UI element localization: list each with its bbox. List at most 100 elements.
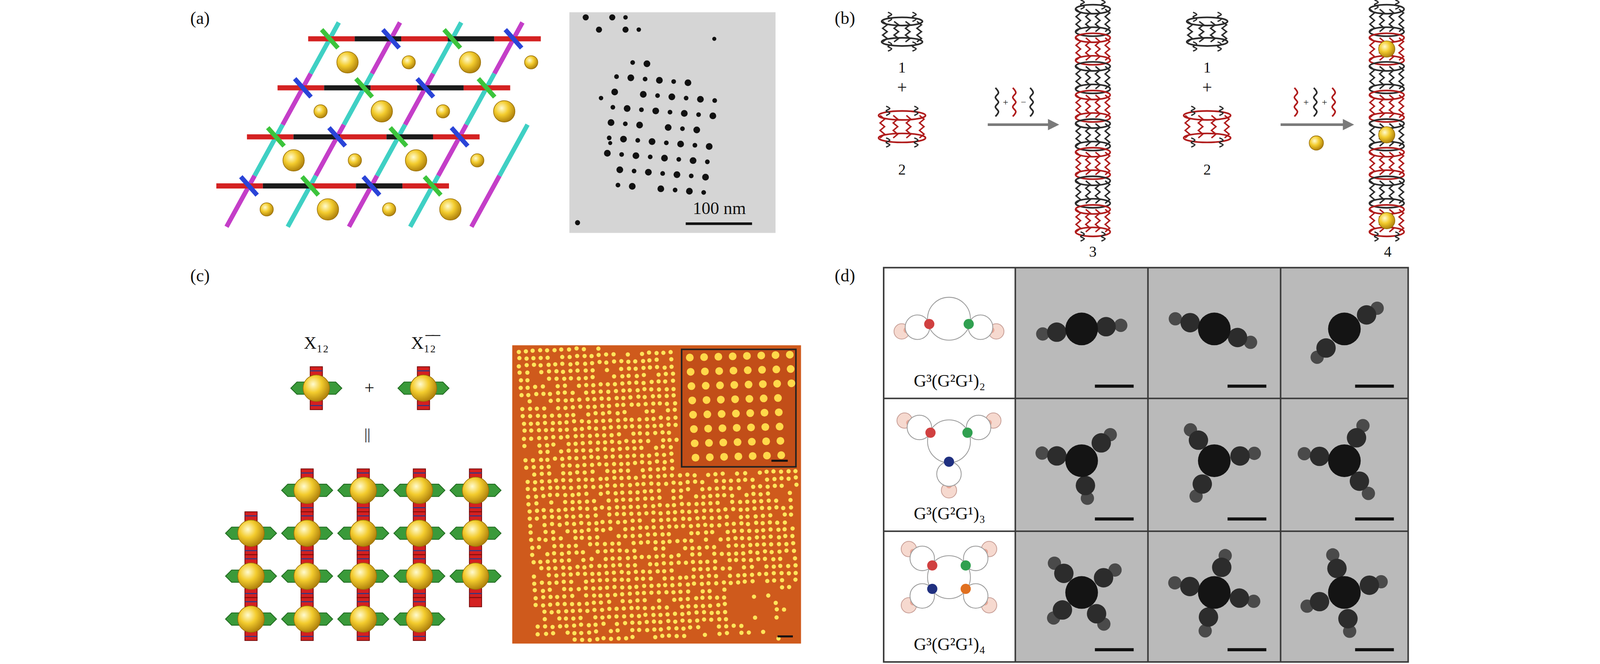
afm-particle [669, 356, 674, 362]
afm-particle [609, 548, 615, 553]
afm-particle [594, 520, 599, 526]
afm-particle [598, 389, 603, 394]
tem-particle [696, 112, 702, 118]
scale-bar [1227, 517, 1267, 521]
tem-particle [677, 140, 685, 148]
tem-cell [1147, 267, 1281, 399]
afm-particle [616, 424, 622, 430]
afm-particle [528, 523, 533, 528]
afm-particle [577, 397, 582, 402]
afm-particle [612, 475, 617, 481]
tem-particle [652, 107, 659, 115]
diagonal-bar [343, 73, 372, 125]
red-linker [413, 631, 426, 641]
afm-particle [540, 384, 546, 389]
afm-particle [558, 435, 564, 440]
afm-particle [619, 490, 625, 495]
afm-particle [660, 633, 665, 638]
afm-particle [745, 521, 751, 526]
afm-particle [764, 477, 770, 482]
afm-particle [566, 550, 572, 555]
tem-particle [656, 76, 663, 84]
afm-particle [701, 508, 707, 513]
afm-particle [567, 462, 572, 468]
afm-particle [626, 366, 632, 371]
afm-particle [672, 407, 677, 412]
gold-nanoparticle [493, 100, 516, 122]
linker-stripe [356, 515, 370, 517]
cage-helix [1379, 180, 1385, 204]
afm-particle [631, 540, 636, 546]
afm-particle [560, 565, 566, 570]
afm-particle [625, 446, 630, 451]
afm-particle [767, 505, 772, 510]
afm-particle [625, 468, 631, 473]
afm-particle [619, 366, 624, 371]
afm-particle [529, 436, 534, 441]
afm-particle [532, 581, 537, 586]
afm-particle [762, 437, 770, 446]
afm-particle [721, 492, 727, 498]
afm-particle [728, 486, 734, 491]
afm-particle [579, 418, 585, 424]
afm-particle [567, 354, 572, 359]
afm-particle [638, 540, 644, 545]
afm-particle [738, 507, 744, 512]
afm-particle [776, 535, 782, 540]
afm-particle [626, 359, 631, 364]
afm-particle [638, 438, 643, 444]
afm-particle [779, 476, 784, 481]
afm-particle [642, 488, 648, 494]
afm-particle [717, 409, 726, 418]
afm-particle [592, 404, 597, 409]
afm-particle [742, 579, 748, 584]
afm-particle [748, 542, 753, 548]
gold-nanoparticle [401, 55, 416, 69]
scale-bar-label: 100 nm [692, 199, 746, 218]
afm-particle [673, 619, 678, 624]
afm-particle [660, 539, 666, 545]
afm-particle [595, 535, 600, 540]
afm-particle [517, 355, 522, 361]
afm-particle [719, 551, 724, 556]
afm-particle [564, 608, 569, 614]
afm-particle [533, 494, 539, 499]
panel-label: (d) [834, 266, 855, 285]
particle-lattice-illustration [225, 366, 502, 641]
afm-particle [671, 392, 676, 398]
afm-particle [669, 554, 674, 559]
afm-particle [622, 409, 627, 415]
dna-functionalized-particle [337, 468, 389, 512]
afm-particle [727, 557, 732, 563]
gold-nanoparticle [459, 51, 481, 73]
afm-particle [603, 556, 608, 561]
afm-particle [748, 451, 757, 460]
afm-particle [537, 536, 542, 542]
dna-functionalized-particle [225, 597, 277, 641]
afm-particle [760, 408, 769, 417]
small-particle [1113, 318, 1128, 332]
tem-cell [1015, 398, 1148, 532]
afm-particle [688, 396, 697, 404]
afm-particle [539, 471, 544, 476]
afm-particle [564, 513, 569, 519]
afm-particle [709, 507, 714, 513]
afm-particle [762, 556, 768, 561]
dna-strand [912, 41, 916, 51]
dna-functionalized-particle [337, 597, 389, 641]
afm-particle [619, 584, 625, 590]
linker-stripe [310, 404, 323, 406]
crossover-bar [301, 176, 319, 195]
dna-cage [1075, 0, 1111, 37]
linker-stripe [301, 635, 314, 638]
diagonal-bar [466, 73, 495, 125]
afm-particle [596, 440, 601, 445]
afm-particle [554, 376, 559, 381]
afm-particle [567, 565, 573, 571]
afm-particle [611, 352, 616, 357]
afm-particle [663, 371, 669, 377]
cage-helix [1399, 123, 1404, 146]
afm-particle [628, 497, 633, 502]
afm-particle [747, 423, 755, 432]
linker-stripe [245, 635, 258, 638]
